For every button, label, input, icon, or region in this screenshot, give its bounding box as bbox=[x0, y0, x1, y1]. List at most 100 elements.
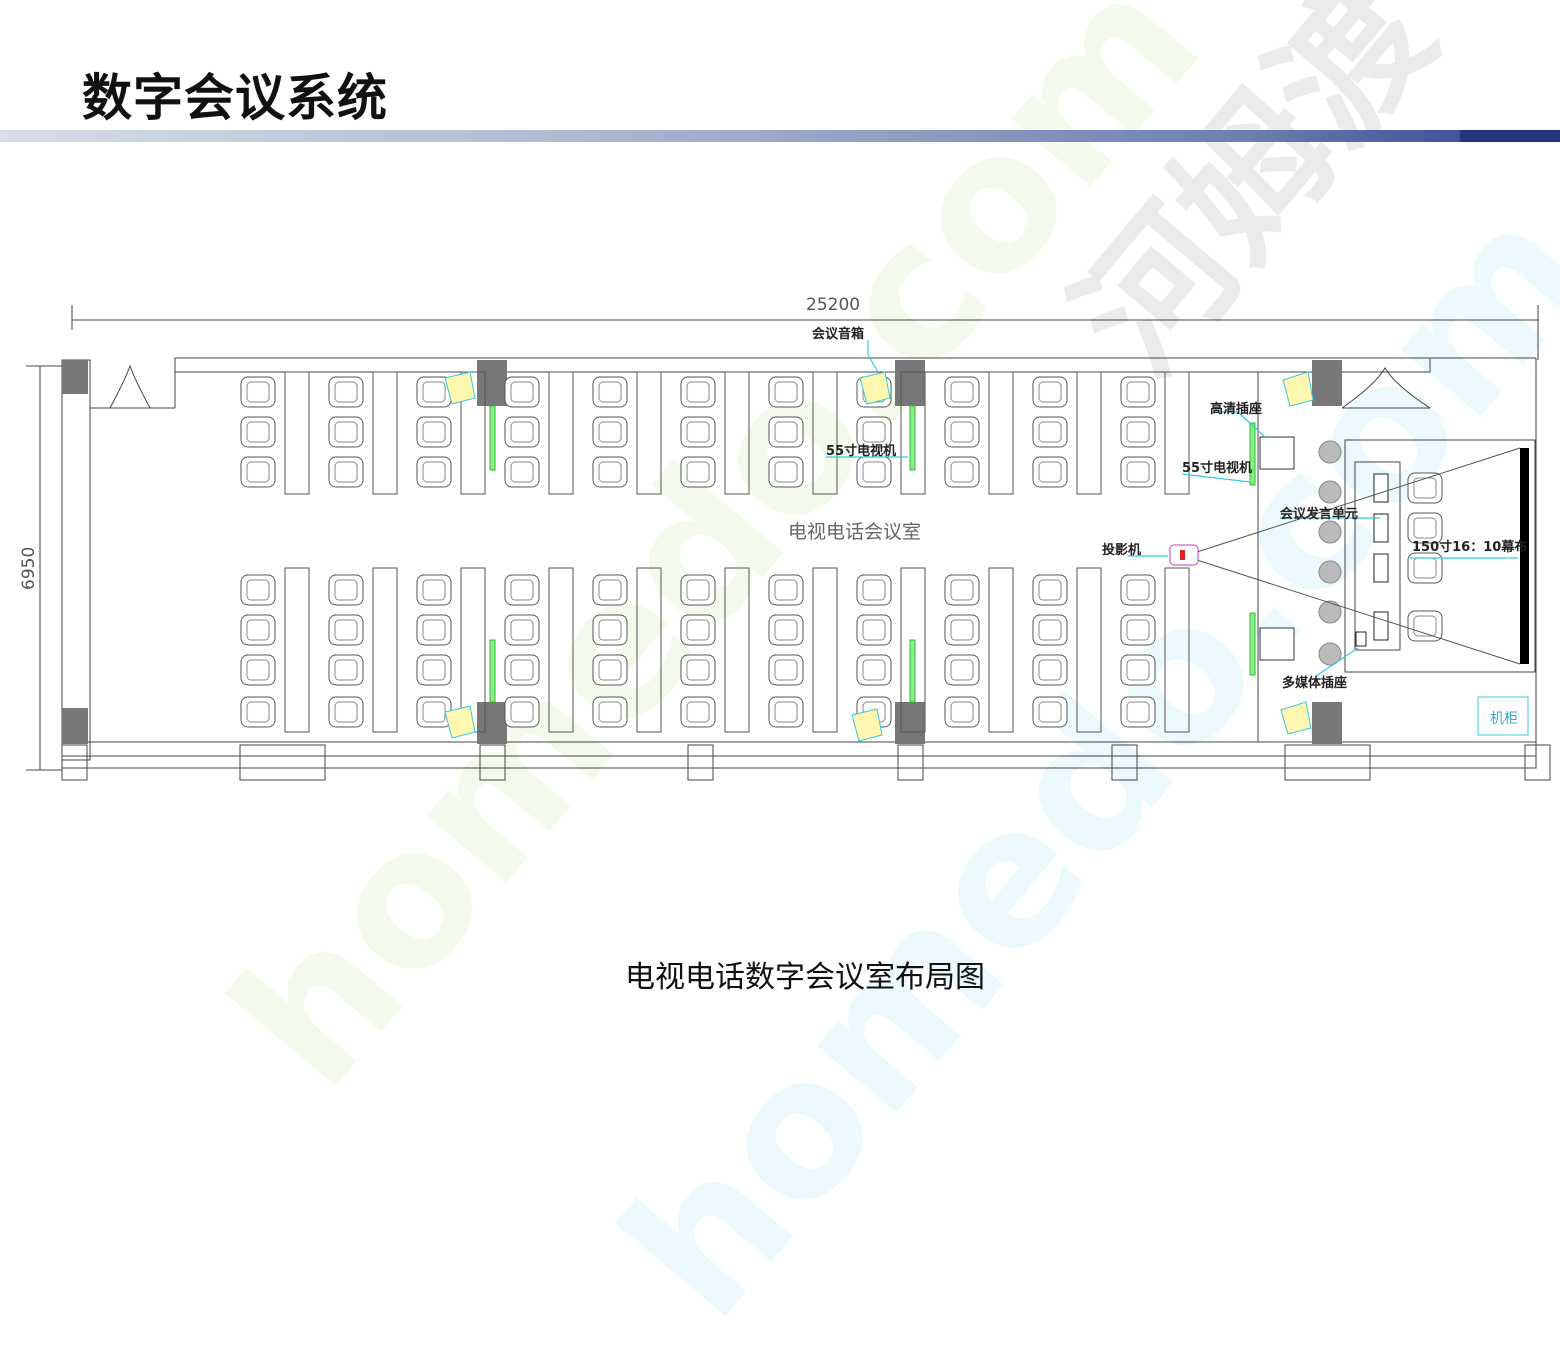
chair bbox=[504, 696, 540, 728]
desk bbox=[812, 567, 838, 733]
chair bbox=[592, 376, 628, 408]
cabinet-label: 机柜 bbox=[1490, 711, 1518, 727]
speaker-icon bbox=[1280, 701, 1312, 735]
desk bbox=[988, 371, 1014, 495]
desk bbox=[284, 371, 310, 495]
chair bbox=[944, 456, 980, 488]
desk bbox=[372, 371, 398, 495]
tv-icon bbox=[1249, 422, 1256, 486]
tv-icon bbox=[1249, 612, 1256, 676]
chair bbox=[1032, 416, 1068, 448]
desk bbox=[900, 567, 926, 733]
plant-icon bbox=[1318, 520, 1342, 544]
chair bbox=[1407, 472, 1443, 504]
chair bbox=[1120, 654, 1156, 686]
chair bbox=[240, 416, 276, 448]
dim-width-label: 25200 bbox=[806, 295, 860, 315]
desk bbox=[900, 371, 926, 495]
desk bbox=[1164, 371, 1190, 495]
desk bbox=[1164, 567, 1190, 733]
chair bbox=[592, 574, 628, 606]
chair bbox=[328, 574, 364, 606]
chair bbox=[1120, 614, 1156, 646]
chair bbox=[768, 574, 804, 606]
desk bbox=[636, 371, 662, 495]
chair bbox=[504, 376, 540, 408]
chair bbox=[592, 654, 628, 686]
chair bbox=[240, 456, 276, 488]
chair bbox=[1032, 614, 1068, 646]
chair bbox=[680, 696, 716, 728]
chair bbox=[768, 376, 804, 408]
chair bbox=[240, 696, 276, 728]
tv-label-right: 55寸电视机 bbox=[1182, 460, 1252, 476]
mic-unit-icon bbox=[1373, 611, 1389, 641]
chair bbox=[1120, 376, 1156, 408]
floor-plan: 25200 6950 电视电话会议室 会议音箱 55寸电视机 高清插座 55寸电… bbox=[19, 295, 1551, 781]
media-socket-label: 多媒体插座 bbox=[1282, 675, 1347, 691]
chair bbox=[680, 376, 716, 408]
dim-height-label: 6950 bbox=[19, 547, 39, 590]
desk bbox=[284, 567, 310, 733]
speaker-icon bbox=[444, 705, 476, 739]
chair bbox=[856, 614, 892, 646]
chair bbox=[416, 574, 452, 606]
chair bbox=[504, 574, 540, 606]
chair bbox=[1032, 654, 1068, 686]
mic-unit-label: 会议发言单元 bbox=[1280, 506, 1358, 522]
desk bbox=[1076, 371, 1102, 495]
desk bbox=[460, 371, 486, 495]
chair bbox=[1032, 376, 1068, 408]
plant-icon bbox=[1318, 560, 1342, 584]
chair bbox=[944, 574, 980, 606]
chair bbox=[504, 416, 540, 448]
chair bbox=[1120, 416, 1156, 448]
tv-icon bbox=[489, 639, 496, 703]
speaker-icon bbox=[851, 708, 883, 742]
chair bbox=[416, 416, 452, 448]
chair bbox=[768, 614, 804, 646]
chair bbox=[416, 614, 452, 646]
screen-label: 150寸16：10幕布 bbox=[1412, 539, 1527, 555]
chair bbox=[328, 696, 364, 728]
mic-unit-icon bbox=[1373, 473, 1389, 503]
cabinet-icon bbox=[1477, 696, 1529, 736]
chair bbox=[240, 376, 276, 408]
title-divider bbox=[0, 130, 1560, 142]
chair bbox=[240, 654, 276, 686]
desk bbox=[988, 567, 1014, 733]
chair bbox=[856, 574, 892, 606]
chair bbox=[768, 654, 804, 686]
chair bbox=[1407, 552, 1443, 584]
chair bbox=[680, 416, 716, 448]
chair bbox=[1120, 696, 1156, 728]
mic-unit-icon bbox=[1373, 513, 1389, 543]
chair bbox=[328, 416, 364, 448]
chair bbox=[592, 614, 628, 646]
slide-title: 数字会议系统 bbox=[82, 69, 388, 127]
hd-socket-icon bbox=[1259, 627, 1295, 661]
tv-label: 55寸电视机 bbox=[826, 443, 896, 459]
chair bbox=[944, 654, 980, 686]
chair bbox=[768, 416, 804, 448]
plant-icon bbox=[1318, 600, 1342, 624]
chair bbox=[1120, 574, 1156, 606]
chair bbox=[416, 456, 452, 488]
room-label: 电视电话会议室 bbox=[788, 521, 921, 543]
chair bbox=[768, 696, 804, 728]
chair bbox=[944, 376, 980, 408]
diagram-caption: 电视电话数字会议室布局图 bbox=[625, 960, 985, 995]
chair bbox=[504, 654, 540, 686]
chair bbox=[240, 614, 276, 646]
desk bbox=[548, 371, 574, 495]
chair bbox=[592, 416, 628, 448]
chair bbox=[592, 456, 628, 488]
chair bbox=[680, 614, 716, 646]
chair bbox=[680, 456, 716, 488]
chair bbox=[856, 654, 892, 686]
speaker-icon bbox=[444, 371, 476, 405]
chair bbox=[1120, 456, 1156, 488]
tv-icon bbox=[489, 405, 496, 471]
plant-icon bbox=[1318, 642, 1342, 666]
desk bbox=[724, 567, 750, 733]
